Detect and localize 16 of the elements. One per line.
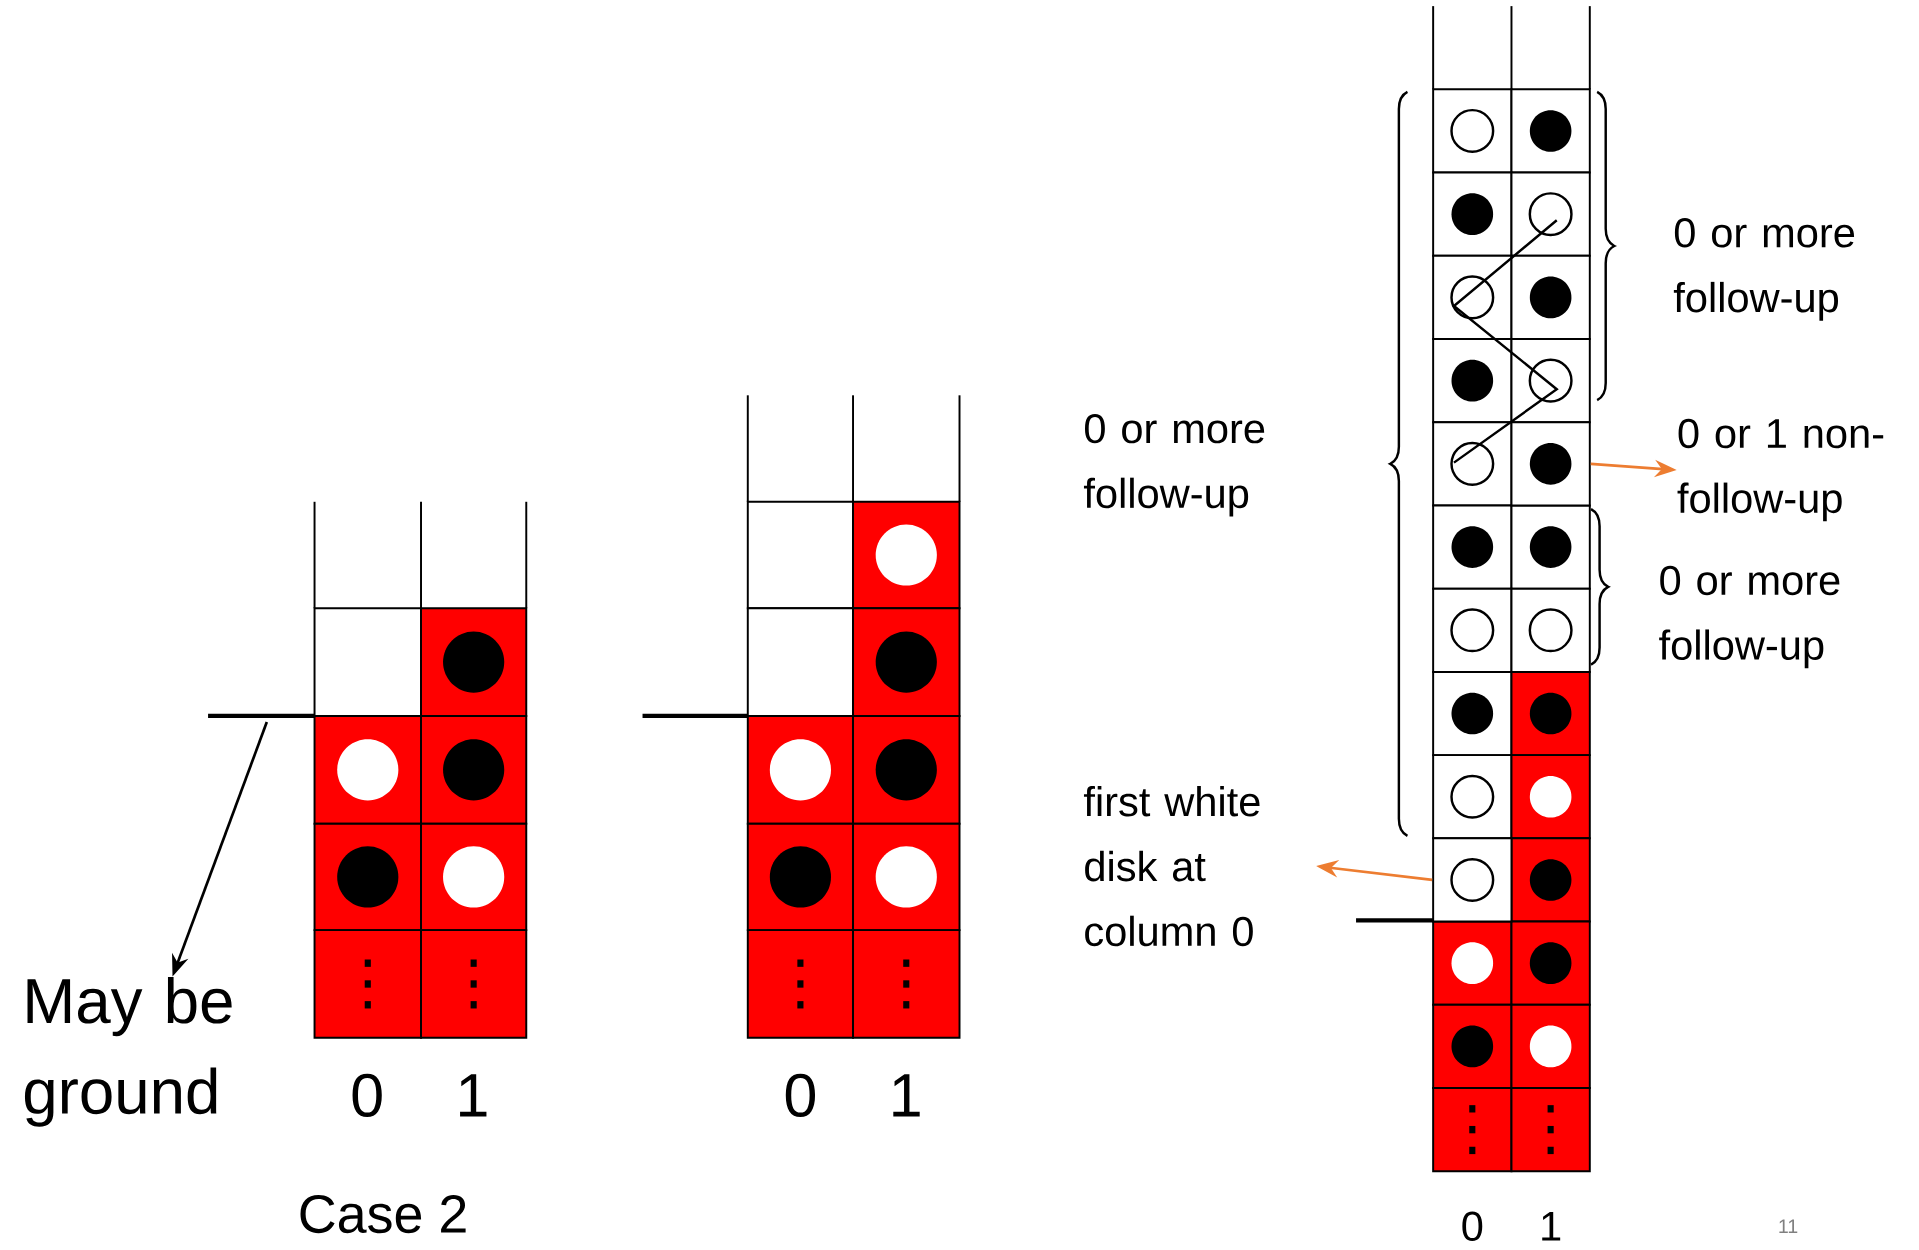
annotation-text: May be ground: [24, 977, 232, 1127]
annotation-text: first white disk at column 0: [1083, 786, 1260, 947]
column-number: 1: [460, 1074, 487, 1117]
caption: Case 2: [300, 1195, 466, 1234]
column-number: 0: [352, 1073, 382, 1118]
board-cell: [1510, 421, 1591, 507]
column-number: 0: [1462, 1211, 1483, 1242]
board-cell: [1432, 837, 1513, 923]
brace-label: 0 or more follow-up: [1083, 414, 1265, 517]
brace-label: 0 or more follow-up: [1659, 565, 1840, 669]
page-number: 11: [1779, 1219, 1798, 1234]
column-number: 0: [785, 1073, 816, 1118]
column-number: 1: [893, 1074, 920, 1117]
brace-label: 0 or more follow-up: [1673, 218, 1855, 321]
annotation-text: 0 or 1 non-follow-up: [1677, 419, 1884, 522]
column-number: 1: [1542, 1212, 1561, 1241]
